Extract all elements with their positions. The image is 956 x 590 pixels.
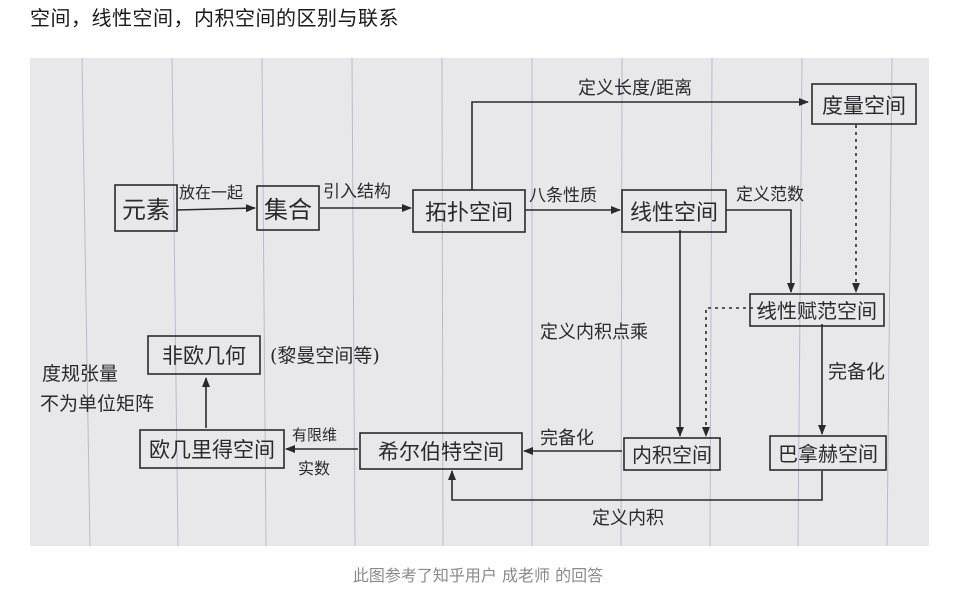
svg-text:线性赋范空间: 线性赋范空间	[757, 299, 877, 323]
label-completion-2: 完备化	[540, 428, 594, 449]
node-inner-product-space: 内积空间	[623, 437, 721, 471]
node-banach-space: 巴拿赫空间	[769, 435, 887, 471]
label-real-numbers: 实数	[298, 459, 330, 478]
label-introduce-structure: 引入结构	[323, 182, 391, 202]
node-topological-space: 拓扑空间	[412, 189, 526, 233]
svg-text:欧几里得空间: 欧几里得空间	[149, 438, 275, 462]
node-linear-space: 线性空间	[621, 189, 727, 233]
edge-labels: 放在一起 引入结构 八条性质 定义长度/距离 定义范数 定义内积点乘 完备化 完…	[179, 78, 885, 529]
svg-text:非欧几何: 非欧几何	[162, 344, 246, 368]
node-element: 元素	[114, 184, 178, 232]
node-normed-space: 线性赋范空间	[749, 293, 885, 327]
node-set: 集合	[256, 185, 320, 231]
label-eight-properties: 八条性质	[529, 186, 597, 206]
node-non-euclidean-geometry: 非欧几何	[147, 335, 261, 375]
svg-text:内积空间: 内积空间	[632, 443, 712, 467]
svg-text:元素: 元素	[122, 196, 170, 224]
node-euclidean-space: 欧几里得空间	[139, 429, 285, 469]
note-riemann: (黎曼空间等)	[270, 345, 380, 367]
connectors	[176, 98, 860, 501]
svg-text:巴拿赫空间: 巴拿赫空间	[778, 442, 878, 466]
label-completion-1: 完备化	[828, 361, 885, 383]
notes: (黎曼空间等) 度规张量 不为单位矩阵	[40, 345, 380, 415]
svg-text:线性空间: 线性空间	[630, 201, 718, 226]
label-finite-dim: 有限维	[292, 426, 337, 444]
image-caption: 此图参考了知乎用户 成老师 的回答	[352, 566, 604, 585]
label-define-length-distance: 定义长度/距离	[578, 78, 692, 99]
label-define-inner-product: 定义内积	[592, 508, 664, 529]
note-metric-tensor-1: 度规张量	[42, 363, 118, 385]
svg-text:拓扑空间: 拓扑空间	[425, 201, 513, 226]
svg-text:集合: 集合	[264, 196, 312, 224]
svg-text:度量空间: 度量空间	[822, 94, 906, 118]
note-metric-tensor-2: 不为单位矩阵	[40, 393, 154, 415]
label-define-norm: 定义范数	[736, 185, 804, 205]
svg-text:希尔伯特空间: 希尔伯特空间	[378, 440, 504, 464]
diagram-photo: 元素 集合 拓扑空间 线性空间 度量空间 线性赋范空间 巴拿赫空间 内积空间 希…	[30, 58, 929, 546]
paper-lines	[81, 58, 893, 546]
node-hilbert-space: 希尔伯特空间	[359, 432, 523, 470]
page-title: 空间，线性空间，内积空间的区别与联系	[30, 6, 399, 30]
label-put-together: 放在一起	[179, 183, 243, 202]
node-metric-space: 度量空间	[811, 83, 917, 125]
label-define-inner-product-dot: 定义内积点乘	[540, 322, 648, 343]
